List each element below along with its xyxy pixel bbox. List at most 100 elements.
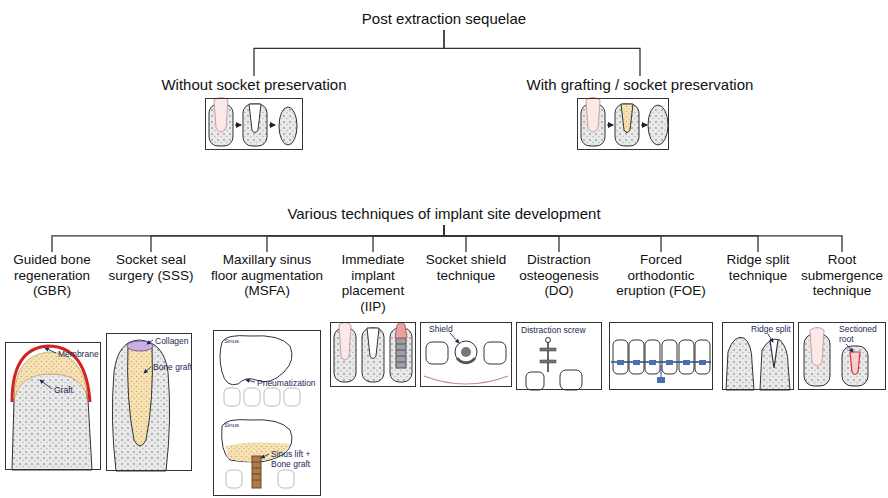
part-label: Sinus: [224, 421, 254, 429]
tree-connector: [151, 225, 444, 252]
orthodontic-illustration-part: [679, 340, 694, 374]
part-label: Bone graft: [153, 362, 193, 372]
shield-illustration-part: [426, 342, 448, 364]
socket-sequence-part: [214, 98, 228, 133]
sinus-illustration-part: [224, 388, 240, 406]
shield-illustration-part: [424, 376, 508, 384]
illustration-frame: Distraction screw: [516, 322, 602, 390]
sss-illustration-part: [112, 340, 169, 471]
distraction-illustration-part: [526, 372, 544, 390]
sss-illustration-part: [127, 341, 153, 351]
distraction-illustration-part: [540, 348, 556, 351]
sss-illustration: [112, 340, 169, 471]
orthodontic-illustration-part: [695, 340, 710, 374]
sinus-illustration-part: [252, 462, 261, 463]
node-heading: With grafting / socket preservation: [510, 76, 770, 93]
illustration-frame: [330, 322, 416, 387]
part-label: Membrane: [58, 349, 102, 359]
grafted-socket-sequence: [581, 98, 668, 147]
iip-illustration-part: [395, 323, 407, 339]
node-heading: Immediate implant placement (IIP): [328, 252, 418, 314]
grafted-socket-sequence-part: [641, 124, 647, 125]
sss-illustration-part: [147, 340, 153, 344]
distraction-illustration-part: [546, 338, 551, 343]
node-heading: Guided bone regeneration (GBR): [2, 252, 102, 299]
orthodontic-illustration-part: [666, 360, 673, 365]
iip-illustration-part: [396, 350, 406, 351]
node-heading: Without socket preservation: [144, 76, 364, 93]
technique-node: Without socket preservation: [144, 76, 364, 150]
heading-node: Post extraction sequelae: [314, 8, 574, 30]
orthodontic-illustration-part: [645, 340, 660, 374]
node-heading: Socket shield technique: [418, 252, 514, 283]
orthodontic-illustration-part: [633, 360, 640, 365]
node-heading: Maxillary sinus floor augmentation (MSFA…: [208, 252, 326, 299]
sinus-illustration-part: [252, 468, 261, 469]
technique-node: Root submergence techniqueSectioned root: [798, 252, 886, 390]
part-label: Ridge split: [751, 324, 795, 334]
illustration-frame: MembraneGraft: [5, 342, 101, 470]
orthodontic-illustration-part: [649, 360, 656, 365]
shield-illustration-part: [457, 358, 475, 363]
sinus-illustration-part: [252, 474, 261, 475]
technique-node: Maxillary sinus floor augmentation (MSFA…: [208, 252, 326, 496]
iip-illustration: [334, 323, 412, 383]
technique-node: Immediate implant placement (IIP): [328, 252, 418, 387]
tree-connector: [373, 225, 444, 252]
orthodontic-illustration-part: [629, 340, 644, 374]
node-heading: Post extraction sequelae: [314, 8, 574, 30]
shield-illustration-part: [450, 333, 459, 343]
root-illustration: [804, 328, 868, 387]
tree-connector: [444, 30, 640, 76]
tree-connector: [444, 225, 661, 252]
shield-illustration-part: [455, 341, 477, 363]
technique-node: Distraction osteogenesis (DO) Distraction…: [514, 252, 604, 390]
orthodontic-illustration-part: [661, 365, 662, 377]
orthodontic-illustration-part: [699, 360, 706, 365]
technique-node: With grafting / socket preservation: [510, 76, 770, 150]
iip-illustration-part: [396, 356, 406, 357]
grafted-socket-sequence-part: [607, 124, 613, 125]
tree-connector: [444, 225, 466, 252]
sinus-illustration-part: [220, 336, 292, 385]
socket-sequence: [209, 98, 297, 147]
tree-connector: [52, 225, 444, 252]
iip-illustration-part: [396, 362, 406, 363]
sss-illustration-part: [144, 367, 151, 373]
ridge-illustration-part: [726, 337, 754, 390]
technique-node: Socket seal surgery (SSS)CollagenBone gr…: [104, 252, 198, 471]
part-label: Collagen: [155, 336, 195, 346]
node-heading: Ridge split technique: [720, 252, 796, 283]
orthodontic-illustration-part: [613, 340, 628, 374]
shield-illustration-part: [461, 347, 471, 357]
shield-illustration-part: [484, 342, 506, 364]
tree-connector: [254, 30, 444, 76]
node-heading: Root submergence technique: [798, 252, 886, 299]
socket-sequence-part: [269, 124, 275, 125]
orthodontic-illustration: [611, 340, 711, 383]
grafted-socket-sequence-part: [648, 105, 668, 145]
illustration-frame: [577, 98, 669, 150]
orthodontic-illustration-part: [683, 360, 690, 365]
ridge-illustration: [726, 334, 790, 390]
part-label: Sinus lift + Bone graft: [271, 449, 321, 469]
node-heading: Forced orthodontic eruption (FOE): [608, 252, 714, 299]
orthodontic-illustration-part: [662, 340, 677, 374]
root-illustration-part: [846, 344, 853, 352]
tree-connector: [444, 225, 758, 252]
distraction-illustration-part: [540, 360, 556, 363]
illustration-frame: Sectioned root: [798, 322, 886, 390]
grafted-socket-sequence-part: [615, 104, 639, 146]
ridge-illustration-part: [770, 340, 778, 368]
gbr-illustration-part: [40, 380, 52, 389]
iip-illustration-part: [396, 344, 406, 345]
sinus-illustration-part: [284, 388, 300, 406]
node-heading: Distraction osteogenesis (DO): [514, 252, 604, 299]
orthodontic-illustration-part: [657, 377, 665, 383]
tree-connector: [444, 225, 559, 252]
grafted-socket-sequence-part: [621, 104, 633, 133]
socket-sequence-part: [249, 104, 261, 133]
orthodontic-illustration-part: [611, 361, 711, 362]
